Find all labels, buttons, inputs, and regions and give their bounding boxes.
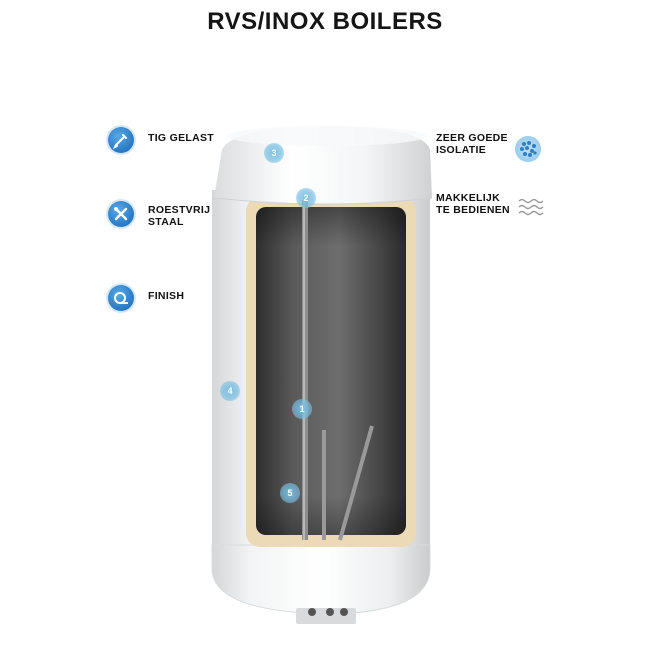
marker-3: 3 (264, 143, 284, 163)
feature-label-finish: FINISH (148, 290, 185, 302)
marker-1: 1 (292, 399, 312, 419)
feature-label-zeer-goede-isolatie: ZEER GOEDE ISOLATIE (436, 132, 508, 156)
weld-torch-icon (108, 127, 134, 153)
marker-5: 5 (280, 483, 300, 503)
insulation-dots-icon (515, 136, 541, 162)
feature-label-line-2: STAAL (148, 216, 184, 228)
feature-label-line-1: MAKKELIJK (436, 192, 500, 204)
feature-label-line-1: ZEER GOEDE (436, 132, 508, 144)
feature-label-tig-gelast: TIG GELAST (148, 132, 214, 144)
feature-label-roestvrij-staal: ROESTVRIJ STAAL (148, 204, 210, 228)
marker-2: 2 (296, 188, 316, 208)
marker-4: 4 (220, 381, 240, 401)
roll-icon (108, 285, 134, 311)
feature-label-line-2: TE BEDIENEN (436, 204, 510, 216)
page-title: RVS/INOX BOILERS (207, 8, 443, 35)
feature-label-line-2: ISOLATIE (436, 144, 487, 156)
feature-label-makkelijk-te-bedienen: MAKKELIJK TE BEDIENEN (436, 192, 510, 216)
tools-icon (108, 201, 134, 227)
feature-label-line-1: ROESTVRIJ (148, 204, 211, 216)
waves-icon (517, 197, 547, 217)
